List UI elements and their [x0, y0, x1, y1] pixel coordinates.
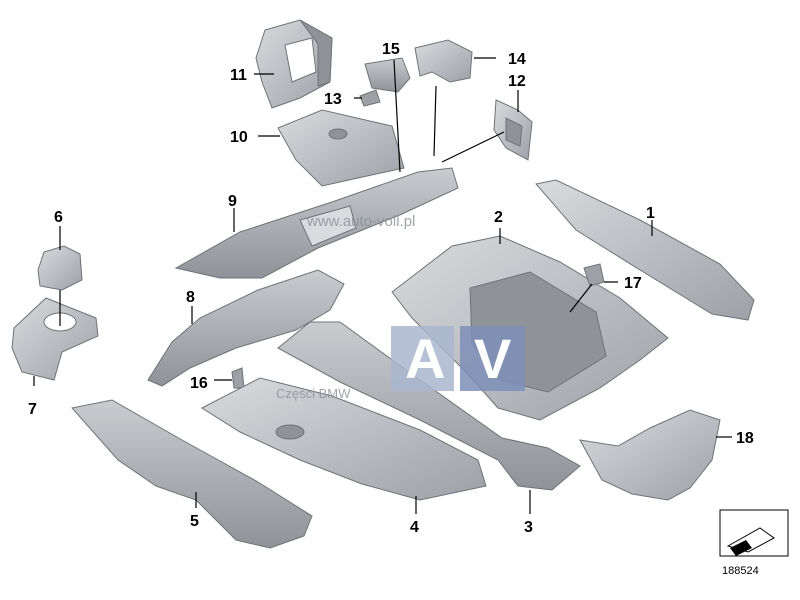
watermark-logo-left-letter: A: [405, 327, 445, 390]
watermark-url: www.auto-voll.pl: [306, 213, 415, 230]
watermark-logo-right-letter: V: [474, 327, 511, 390]
callout-14: 14: [508, 51, 526, 68]
callout-4: 4: [410, 519, 419, 536]
callout-1: 1: [646, 205, 655, 222]
part-10-panel: [277, 109, 405, 187]
part-1-cross-member: [535, 179, 755, 321]
callout-13: 13: [324, 91, 342, 108]
part-3-longitudinal-member: [277, 321, 581, 491]
callout-18: 18: [736, 430, 754, 447]
watermark-caption: Części BMW: [276, 386, 351, 401]
callout-9: 9: [228, 193, 237, 210]
callout-16: 16: [190, 375, 208, 392]
diagram-id: 188524: [722, 565, 759, 577]
callout-6: 6: [54, 209, 63, 226]
part-18-rear-panel: [579, 409, 721, 501]
watermark-logo-left-box: [391, 326, 454, 391]
part-9-channel: [174, 167, 459, 279]
part-12-bracket: [493, 99, 533, 161]
part-7-bracket: [11, 297, 99, 381]
part-4-floor-panel: [200, 377, 487, 501]
callout-15: 15: [382, 41, 400, 58]
callout-3: 3: [524, 519, 533, 536]
watermark-logo-right-box: [460, 326, 525, 391]
part-16-clip: [231, 367, 245, 389]
part-5-side-member: [71, 399, 313, 549]
callout-17: 17: [624, 275, 642, 292]
leader-lines: [33, 57, 732, 514]
callouts: 1 2 3 4 5 6 7 8 9 10 11 12 13 14 15 16 1…: [28, 41, 754, 536]
diagram-reference: 188524: [719, 509, 789, 577]
callout-8: 8: [186, 289, 195, 306]
callout-11: 11: [230, 67, 247, 84]
part-14-bracket: [414, 39, 473, 83]
callout-7: 7: [28, 401, 37, 418]
part-8-wheel-arch: [147, 269, 345, 387]
part-11-bracket: [255, 19, 333, 109]
part-15-bracket: [364, 57, 411, 93]
callout-2: 2: [494, 209, 503, 226]
part-6-cup: [37, 245, 83, 291]
callout-12: 12: [508, 73, 526, 90]
watermark: www.auto-voll.pl A V Części BMW: [276, 213, 525, 401]
callout-5: 5: [190, 513, 199, 530]
callout-10: 10: [230, 129, 248, 146]
part-13-clip: [359, 89, 381, 107]
